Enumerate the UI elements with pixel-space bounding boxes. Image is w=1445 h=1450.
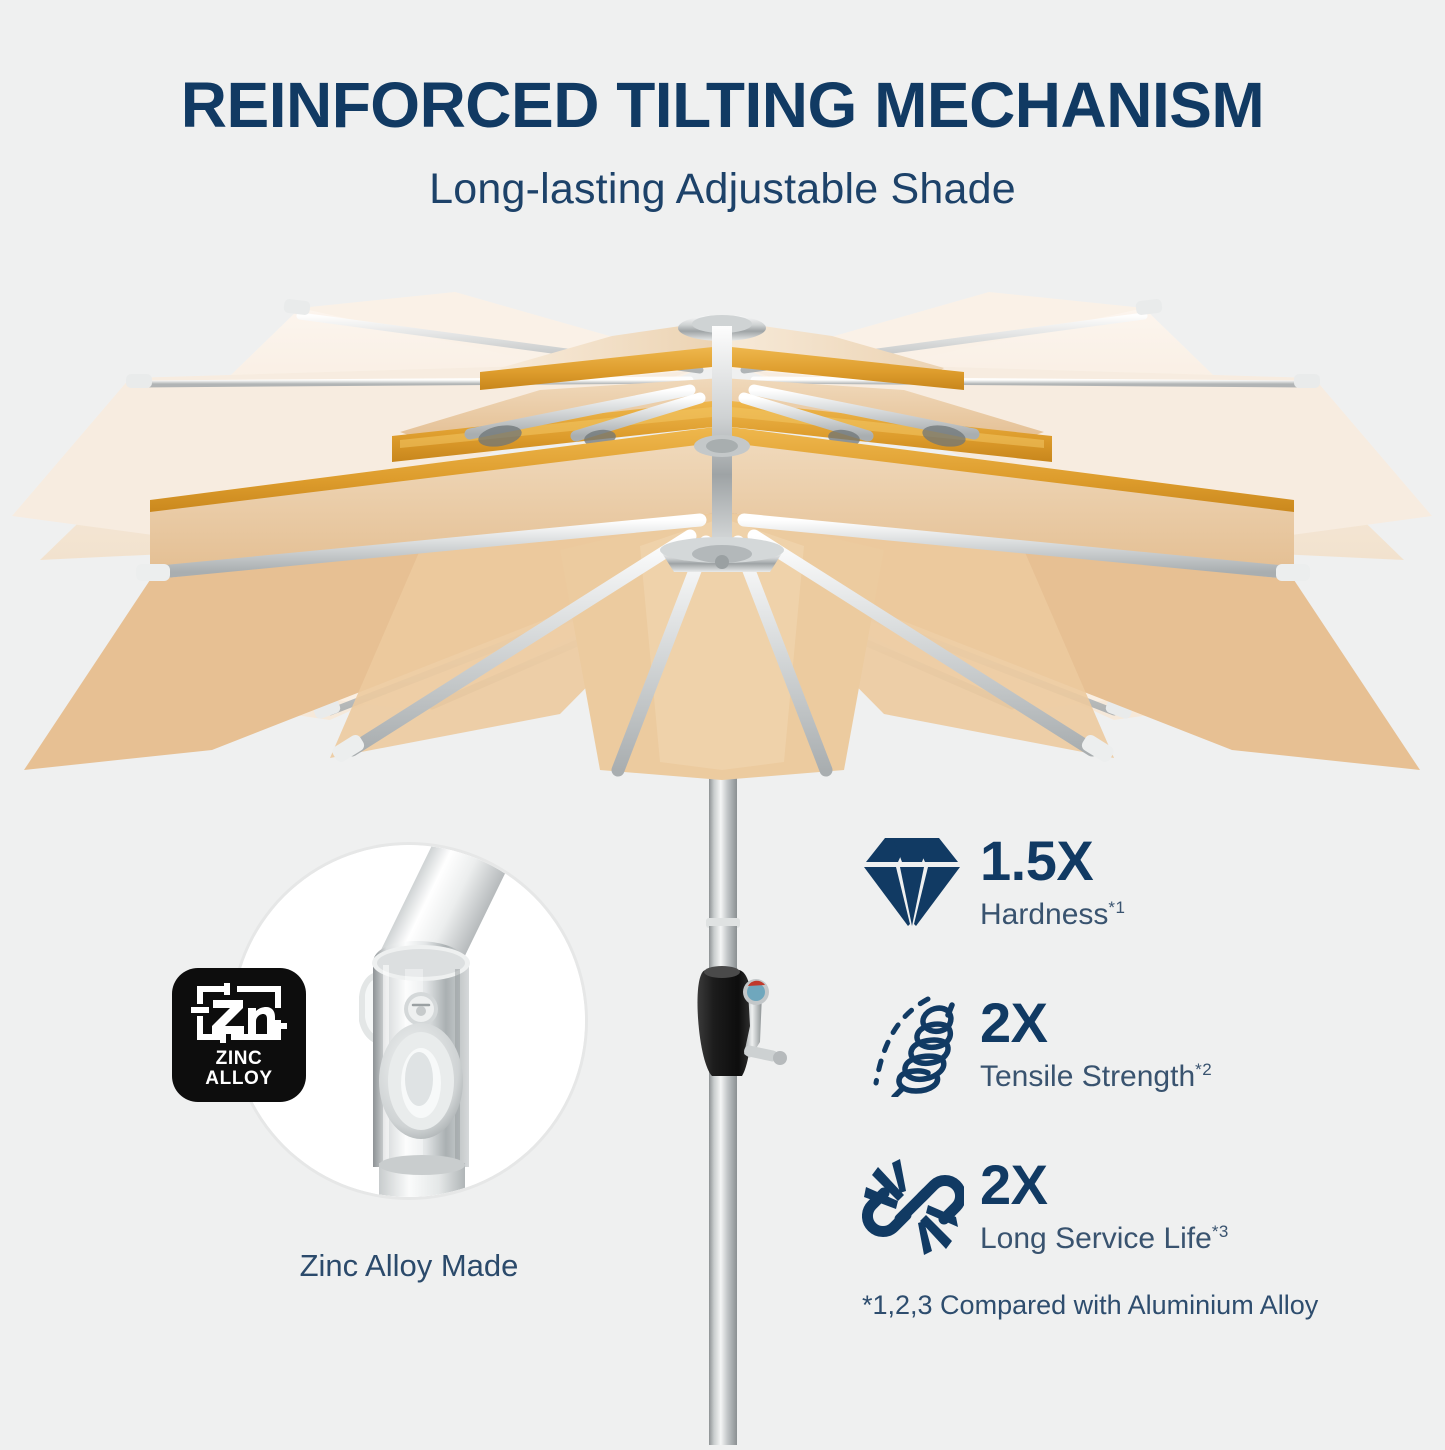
zinc-badge-line2: ALLOY (205, 1067, 273, 1089)
feature-superscript: *2 (1195, 1060, 1213, 1079)
feature-value: 1.5X (980, 829, 1094, 892)
feature-item-tensile-strength: 2X Tensile Strength*2 (862, 968, 1392, 1120)
umbrella-canopy-illustration (0, 250, 1445, 810)
feature-value: 2X (980, 1153, 1048, 1216)
feature-label: Long Service Life*3 (980, 1222, 1229, 1255)
page-title: REINFORCED TILTING MECHANISM (180, 69, 1265, 141)
crank-mechanism (697, 966, 787, 1076)
feature-label: Hardness*1 (980, 898, 1126, 931)
header-block: REINFORCED TILTING MECHANISM Long-lastin… (0, 0, 1445, 214)
feature-superscript: *3 (1211, 1222, 1229, 1241)
canopy-rib-tips-back (126, 299, 1320, 719)
footnote: *1,2,3 Compared with Aluminium Alloy (862, 1290, 1319, 1320)
broken-chain-icon (862, 1157, 980, 1255)
diamond-icon (862, 836, 980, 928)
feature-superscript: *1 (1108, 898, 1126, 917)
feature-item-hardness: 1.5X Hardness*1 (862, 806, 1392, 958)
zinc-badge-line1: ZINC (215, 1048, 263, 1069)
zinc-alloy-badge: ZINC ALLOY (172, 968, 306, 1102)
zn-symbol-icon (191, 983, 287, 1043)
zinc-badge-text: ZINC ALLOY (205, 1049, 272, 1088)
feature-text-service-life: 2X Long Service Life*3 (980, 1153, 1392, 1256)
feature-list: 1.5X Hardness*1 (862, 806, 1392, 1282)
feature-item-service-life: 2X Long Service Life*3 (862, 1130, 1392, 1282)
page-subtitle: Long-lasting Adjustable Shade (429, 165, 1016, 214)
feature-label: Tensile Strength*2 (980, 1060, 1213, 1093)
spring-icon (862, 991, 980, 1097)
feature-value: 2X (980, 991, 1048, 1054)
feature-text-hardness: 1.5X Hardness*1 (980, 829, 1392, 932)
canopy-tier-main (24, 426, 1420, 780)
inset-caption: Zinc Alloy Made (299, 1248, 519, 1283)
feature-text-tensile-strength: 2X Tensile Strength*2 (980, 991, 1392, 1094)
canopy-hub (660, 326, 784, 572)
canopy-rib-tips-main (136, 564, 1310, 762)
